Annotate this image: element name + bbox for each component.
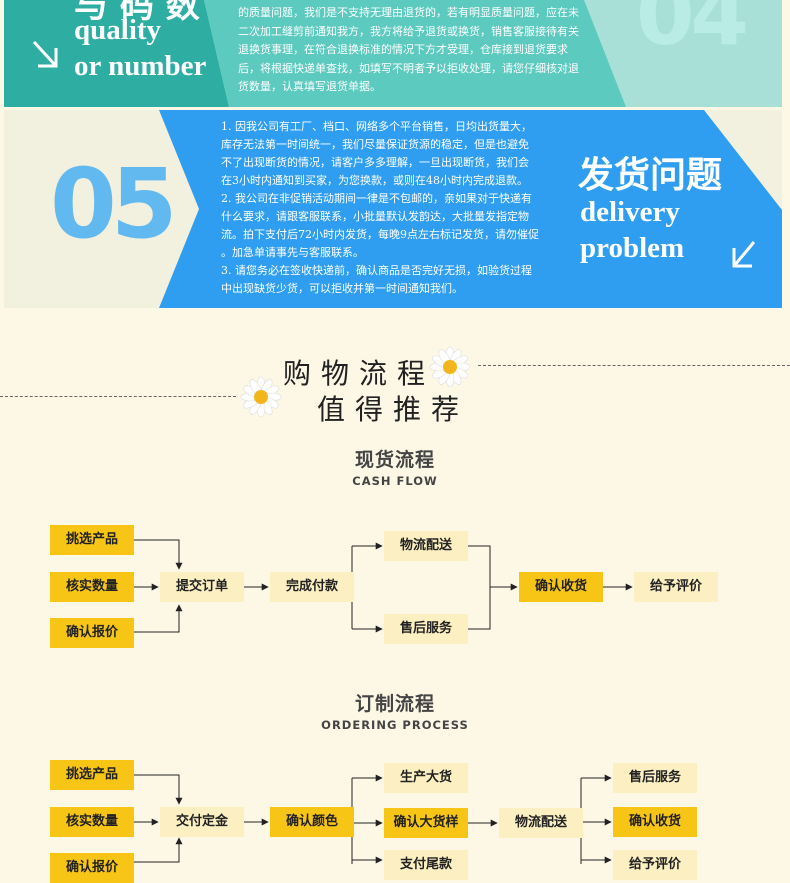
order-step-confirm-receipt: 确认收货 (613, 807, 697, 837)
order-step-pay-balance: 支付尾款 (384, 850, 468, 880)
order-step-pay-deposit: 交付定金 (160, 807, 244, 837)
cash-flow-title: 现货流程 CASH FLOW (0, 445, 790, 488)
arrow-down-right-icon (32, 40, 58, 68)
section-05-body-line: 中出现缺货少货，可以拒收并第一时间通知我们。 (221, 282, 463, 295)
section-04-body: 的质量问题，我们是不支持无理由退货的，若有明显质量问题，应在未二次加工缝剪前通知… (238, 6, 579, 93)
title-line2: 值得推荐 (317, 393, 470, 426)
ordering-process-title-en: ORDERING PROCESS (321, 718, 469, 732)
order-step-confirm-color: 确认颜色 (270, 807, 354, 837)
cash-flow-title-en: CASH FLOW (352, 474, 438, 488)
divider-left (0, 396, 236, 397)
section-05-body-line: 3. 请您务必在签收快递前，确认商品是否完好无损，如验货过程 (221, 264, 532, 277)
order-step-give-review: 给予评价 (613, 850, 697, 880)
ordering-process-title-cn: 订制流程 (354, 693, 435, 715)
section-04-panel: 与 码 数 quality or number 的质量问题，我们是不支持无理由退… (4, 0, 782, 107)
section-05-english-line2: problem (580, 232, 685, 264)
arrow-down-left-icon (732, 241, 756, 268)
section-05-body-line: 。加急单请事先与客服联系。 (221, 246, 364, 259)
step-complete-payment: 完成付款 (270, 572, 354, 602)
order-step-logistics: 物流配送 (499, 808, 583, 838)
section-05-body-line: 流。拍下支付后72小时内发货，每晚9点左右标记发货，请勿催促 (221, 228, 539, 241)
section-05-body-line: 2. 我公司在非促销活动期间一律是不包邮的，亲如果对于快递有 (221, 192, 532, 205)
section-05-background (159, 110, 782, 308)
order-step-confirm-quote: 确认报价 (50, 853, 134, 883)
section-04-english-line1: quality (74, 14, 162, 46)
step-select-product: 挑选产品 (50, 525, 134, 555)
section-05-body-line: 不了出现断货的情况，请客户多多理解，一旦出现断货，我们会 (221, 156, 529, 169)
order-step-after-sales: 售后服务 (613, 763, 697, 793)
section-05-number: 05 (50, 148, 178, 260)
step-logistics: 物流配送 (384, 531, 468, 561)
order-step-select-product: 挑选产品 (50, 760, 134, 790)
divider-right (478, 365, 790, 366)
order-step-confirm-sample: 确认大货样 (384, 808, 468, 838)
daisy-flower-icon (429, 346, 471, 388)
section-04-background (4, 0, 626, 107)
step-verify-quantity: 核实数量 (50, 572, 134, 602)
section-04-number: 04 (636, 0, 749, 64)
section-05-panel: 05 1. 因我公司有工厂、档口、网络多个平台销售，日均出货量大， 库存无法第一… (4, 110, 782, 308)
cash-flow-title-cn: 现货流程 (354, 449, 435, 471)
section-05-body-line: 什么要求，请跟客服联系，小批量默认发韵达，大批量发指定物 (221, 210, 529, 223)
step-give-review: 给予评价 (634, 572, 718, 602)
section-05-body-line: 1. 因我公司有工厂、档口、网络多个平台销售，日均出货量大， (221, 120, 532, 133)
section-05-heading: 发货问题 (578, 155, 723, 196)
section-05-body-line: 在3小时内通知到买家，为您换款，或则在48小时内完成退款。 (221, 174, 528, 187)
step-submit-order: 提交订单 (160, 572, 244, 602)
daisy-flower-icon (240, 376, 282, 418)
section-04-english-line2: or number (74, 50, 207, 82)
ordering-process-title: 订制流程 ORDERING PROCESS (0, 689, 790, 732)
section-05-body-line: 库存无法第一时间统一，我们尽量保证货源的稳定，但是也避免 (221, 138, 529, 151)
order-step-verify-quantity: 核实数量 (50, 807, 134, 837)
step-confirm-receipt: 确认收货 (519, 572, 603, 602)
order-step-mass-production: 生产大货 (384, 763, 468, 793)
section-05-body: 1. 因我公司有工厂、档口、网络多个平台销售，日均出货量大， 库存无法第一时间统… (221, 118, 561, 298)
flow-connectors (133, 539, 633, 864)
step-after-sales: 售后服务 (384, 614, 468, 644)
title-line1: 购物流程 (283, 357, 436, 390)
step-confirm-quote: 确认报价 (50, 618, 134, 648)
section-05-english-line1: delivery (580, 196, 680, 228)
section-04-heading: 与 码 数 (74, 0, 200, 26)
